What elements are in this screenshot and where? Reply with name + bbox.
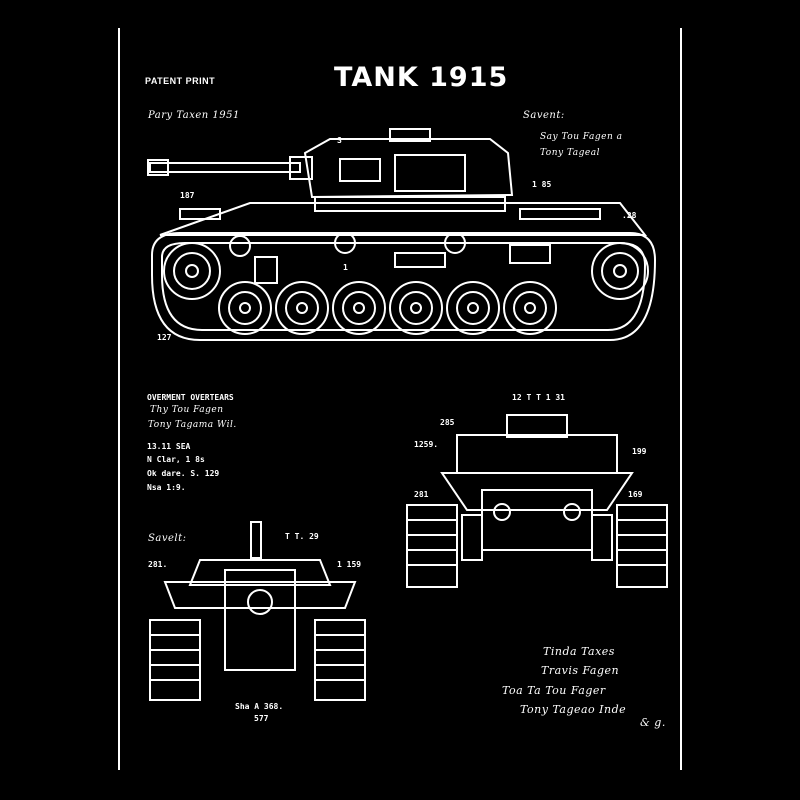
side-label-gun: 187 bbox=[180, 191, 195, 200]
spec-line-2: N Clar, 1 8s bbox=[147, 455, 205, 464]
spec-line-1: 13.11 SEA bbox=[147, 442, 191, 451]
front-label-281: 281 bbox=[414, 490, 429, 499]
road-wheel bbox=[447, 282, 499, 334]
signature-line-5: & g. bbox=[640, 716, 666, 729]
signature-line-4: Tony Tageao Inde bbox=[520, 703, 627, 716]
rear-bottom-line-1: Sha A 368. bbox=[235, 702, 284, 711]
front-turret bbox=[507, 415, 567, 437]
right-border-line bbox=[680, 28, 682, 770]
patent-print-tag: PATENT PRINT bbox=[145, 76, 216, 86]
signature-line-1: Tinda Taxes bbox=[543, 645, 615, 658]
road-wheel bbox=[390, 282, 442, 334]
rear-top-label: T T. 29 bbox=[285, 532, 319, 541]
side-label-bottom: 127 bbox=[157, 333, 172, 342]
turret bbox=[305, 139, 512, 197]
notes-line-1: Thy Tou Fagen bbox=[150, 405, 224, 415]
rear-bottom-line-2: 577 bbox=[254, 714, 269, 723]
front-top-label: 12 T T 1 31 bbox=[512, 393, 565, 402]
rear-left-track bbox=[150, 620, 200, 700]
tank-rear-view-drawing bbox=[145, 520, 375, 700]
side-label-right: 1 85 bbox=[532, 180, 552, 189]
return-roller bbox=[230, 236, 250, 256]
drive-sprocket bbox=[164, 243, 220, 299]
road-wheel bbox=[219, 282, 271, 334]
tank-side-view-drawing bbox=[140, 125, 660, 345]
rear-label-right: 1 159 bbox=[337, 560, 362, 569]
rear-exhaust bbox=[251, 522, 261, 558]
right-track bbox=[617, 505, 667, 587]
side-view-right-title: Savent: bbox=[523, 110, 565, 121]
notes-heading: OVERMENT OVERTEARS bbox=[147, 393, 234, 402]
side-view-right-line-1: Say Tou Fagen a bbox=[540, 132, 623, 142]
return-roller bbox=[335, 233, 355, 253]
front-label-199: 199 bbox=[632, 447, 647, 456]
front-label-285: 285 bbox=[440, 418, 455, 427]
track-outline bbox=[152, 233, 655, 340]
side-label-center: 1 bbox=[343, 263, 348, 272]
idler-wheel bbox=[592, 243, 648, 299]
left-track bbox=[407, 505, 457, 587]
rear-hull bbox=[165, 582, 355, 608]
side-label-turret: S bbox=[337, 136, 342, 145]
spec-line-3: Ok dare. S. 129 bbox=[147, 469, 220, 478]
spec-line-4: Nsa 1:9. bbox=[147, 483, 186, 492]
notes-line-2: Tony Tagama Wil. bbox=[148, 420, 237, 430]
return-roller bbox=[445, 233, 465, 253]
side-view-right-line-2: Tony Tageal bbox=[540, 148, 600, 158]
front-hull bbox=[442, 473, 632, 510]
tank-front-view-drawing bbox=[402, 400, 672, 590]
rear-label-left: 281. bbox=[148, 560, 168, 569]
left-border-line bbox=[118, 28, 120, 770]
front-label-1259: 1259. bbox=[414, 440, 439, 449]
signature-line-2: Travis Fagen bbox=[541, 664, 620, 677]
front-label-169: 169 bbox=[628, 490, 643, 499]
road-wheel bbox=[276, 282, 328, 334]
rear-right-track bbox=[315, 620, 365, 700]
page-title: TANK 1915 bbox=[334, 62, 509, 93]
road-wheel bbox=[504, 282, 556, 334]
road-wheel bbox=[333, 282, 385, 334]
rear-turret bbox=[190, 560, 330, 585]
gun-barrel bbox=[150, 163, 300, 172]
rear-view-title: Savelt: bbox=[148, 533, 187, 544]
signature-line-3: Toa Ta Tou Fager bbox=[502, 684, 606, 697]
side-view-note: Pary Taxen 1951 bbox=[148, 110, 240, 121]
